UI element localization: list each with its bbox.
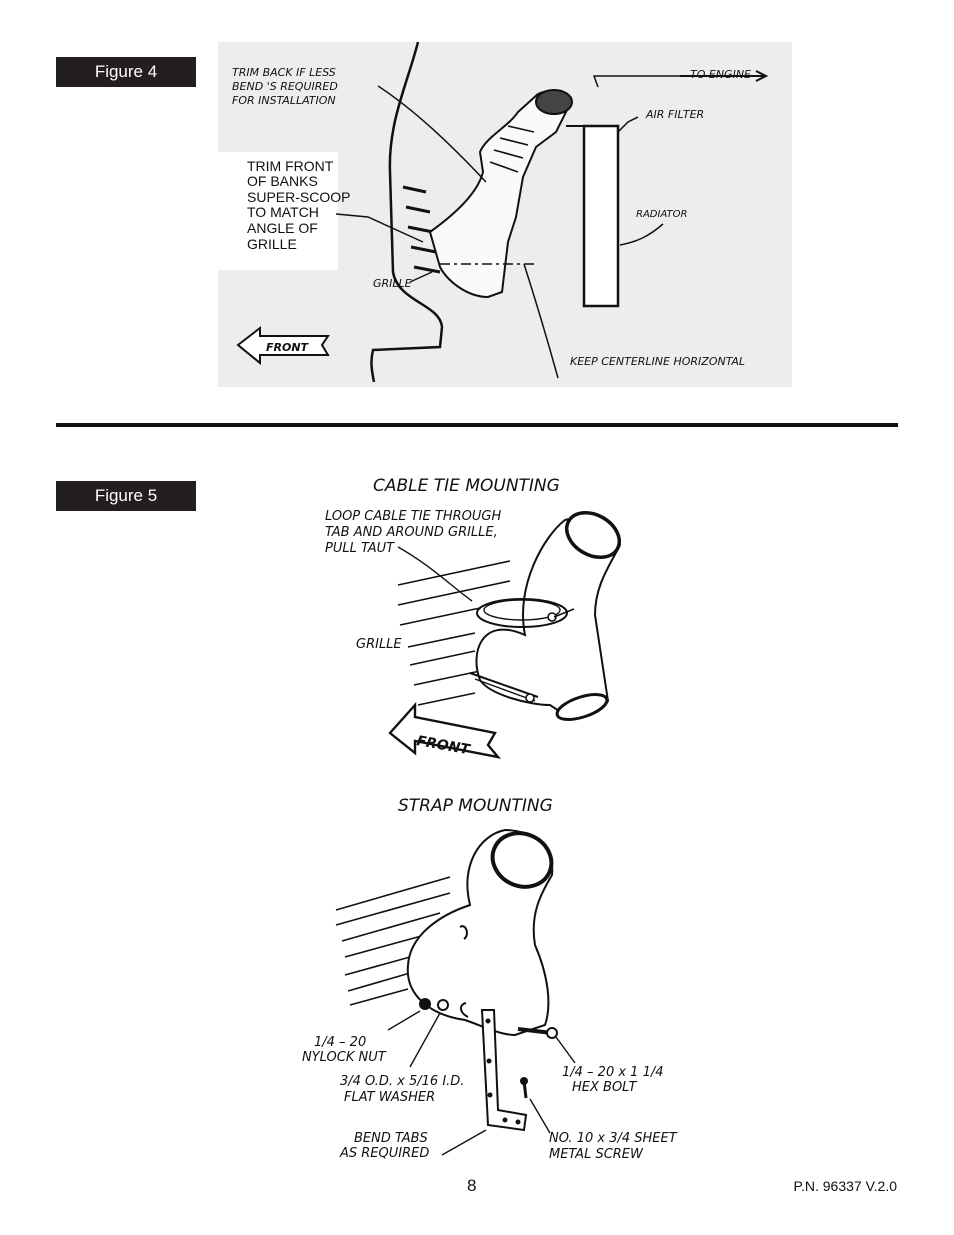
strap-bolt-1: 1/4 – 20 x 1 1/4 bbox=[562, 1065, 664, 1080]
cable-tie-label-2: TAB AND AROUND GRILLE, bbox=[325, 525, 498, 540]
strap-bend-1: BEND TABS bbox=[354, 1131, 428, 1146]
label-trim-front-5: ANGLE OF bbox=[247, 220, 318, 236]
label-radiator: RADIATOR bbox=[636, 209, 687, 220]
figure-5-drawing: CABLE TIE MOUNTING LOOP CABLE TIE THROUG… bbox=[302, 476, 678, 1162]
part-number: P.N. 96337 V.2.0 bbox=[793, 1178, 897, 1194]
strap-screw-2: METAL SCREW bbox=[549, 1147, 644, 1162]
page-number: 8 bbox=[467, 1176, 477, 1195]
label-grille: GRILLE bbox=[373, 277, 412, 290]
section-divider bbox=[56, 423, 898, 427]
label-keep-centerline: KEEP CENTERLINE HORIZONTAL bbox=[570, 355, 745, 368]
strap-nut-1: 1/4 – 20 bbox=[314, 1035, 366, 1050]
figure-4-tag: Figure 4 bbox=[56, 57, 196, 87]
figure-4-drawing: TRIM BACK IF LESS BEND 'S REQUIRED FOR I… bbox=[218, 42, 792, 387]
label-air-filter: AIR FILTER bbox=[645, 108, 704, 121]
cable-tie-grille-label: GRILLE bbox=[356, 637, 402, 652]
cable-tie-label-1: LOOP CABLE TIE THROUGH bbox=[325, 509, 501, 524]
strap-screw-1: NO. 10 x 3/4 SHEET bbox=[549, 1131, 678, 1146]
strap-bolt-2: HEX BOLT bbox=[572, 1080, 638, 1095]
label-trim-back-1: TRIM BACK IF LESS bbox=[232, 66, 336, 79]
strap-washer-1: 3/4 O.D. x 5/16 I.D. bbox=[340, 1074, 464, 1089]
cable-tie-label-3: PULL TAUT bbox=[325, 541, 395, 556]
label-trim-front-3: SUPER-SCOOP bbox=[247, 189, 350, 205]
label-trim-front-2: OF BANKS bbox=[247, 173, 318, 189]
strap-bend-2: AS REQUIRED bbox=[339, 1146, 429, 1161]
label-trim-front-4: TO MATCH bbox=[247, 204, 319, 220]
figure-5-tag: Figure 5 bbox=[56, 481, 196, 511]
strap-nut-2: NYLOCK NUT bbox=[302, 1050, 387, 1065]
strap-washer-2: FLAT WASHER bbox=[344, 1090, 435, 1105]
label-to-engine: TO ENGINE bbox=[690, 68, 751, 81]
label-trim-front-1: TRIM FRONT bbox=[247, 158, 334, 174]
label-trim-front-6: GRILLE bbox=[247, 236, 297, 252]
label-trim-back-2: BEND 'S REQUIRED bbox=[232, 80, 338, 93]
label-front: FRONT bbox=[266, 341, 310, 354]
cable-tie-title: CABLE TIE MOUNTING bbox=[373, 476, 560, 496]
strap-title: STRAP MOUNTING bbox=[398, 796, 553, 816]
label-trim-back-3: FOR INSTALLATION bbox=[232, 94, 336, 107]
